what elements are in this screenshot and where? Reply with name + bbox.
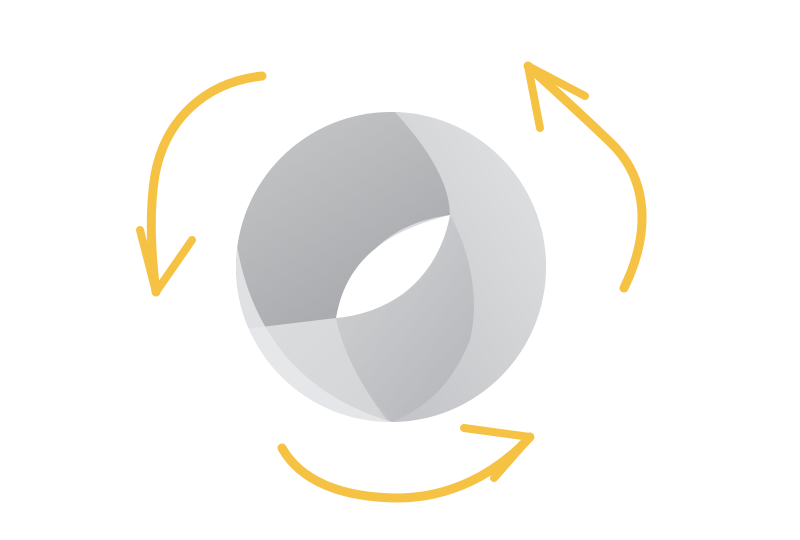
curved-arrow-down-left-icon <box>136 71 267 297</box>
yin-yang-sphere-icon <box>236 112 546 422</box>
curved-arrow-right-bottom-icon <box>277 424 535 503</box>
curved-arrow-up-right-icon <box>523 61 647 293</box>
